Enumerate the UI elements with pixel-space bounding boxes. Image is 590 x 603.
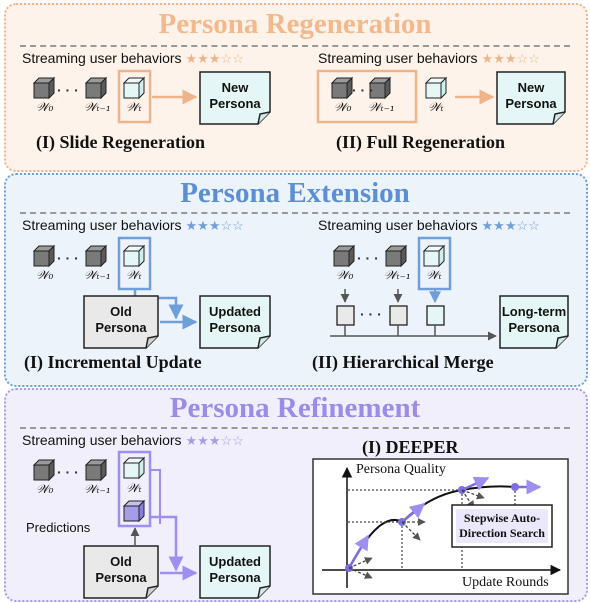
regeneration-title: Persona Regeneration (158, 8, 432, 40)
behavior-cube (33, 77, 55, 99)
updated-persona-text: Updated Persona (209, 554, 261, 585)
x-axis-label: Update Rounds (462, 575, 549, 590)
updated-persona-text: Updated Persona (209, 304, 261, 335)
wt1-label: 𝒲ₜ₋₁ (384, 268, 411, 282)
w0-label: 𝒲₀ (334, 100, 352, 114)
ellipsis: · · · (57, 464, 79, 480)
prediction-cube (123, 500, 145, 522)
old-persona-text: Old Persona (95, 304, 147, 335)
ellipsis: · · · (352, 82, 374, 98)
wt1-label: 𝒲ₜ₋₁ (84, 268, 111, 282)
behavior-cube (85, 77, 107, 99)
long-term-persona-text: Long-term Persona (501, 304, 567, 335)
ellipsis: · · · (57, 82, 79, 98)
ellipsis: · · · (357, 250, 379, 266)
window-highlight (117, 450, 152, 528)
stream-label: Streaming user behaviors★★★☆☆ (22, 50, 244, 66)
w0-label: 𝒲₀ (36, 268, 54, 282)
ellipsis: · · · (57, 250, 79, 266)
quality-curve (348, 485, 535, 569)
y-axis-label: Persona Quality (356, 462, 446, 477)
behavior-cube-current (425, 77, 447, 99)
wt-label: 𝒲ₜ (426, 268, 442, 282)
behavior-cube (385, 245, 407, 267)
caption-incremental-update: (I) Incremental Update (24, 352, 202, 372)
wt1-label: 𝒲ₜ₋₁ (368, 100, 395, 114)
behavior-cube-current (123, 245, 145, 267)
caption-hierarchical-merge: (II) Hierarchical Merge (312, 352, 494, 372)
predictions-label: Predictions (26, 520, 91, 535)
caption-deeper: (I) DEEPER (362, 437, 459, 457)
w0-label: 𝒲₀ (36, 100, 54, 114)
behavior-cube (331, 77, 353, 99)
new-persona-text: New Persona (209, 80, 261, 111)
wt-label: 𝒲ₜ (126, 268, 142, 282)
window-highlight (316, 69, 418, 124)
wt1-label: 𝒲ₜ₋₁ (84, 482, 111, 496)
arrow (150, 515, 184, 572)
wt-label: 𝒲ₜ (126, 481, 142, 495)
search-box-text: Stepwise Auto- Direction Search (459, 511, 545, 540)
extension-panel (4, 173, 588, 387)
summary-node (336, 305, 355, 326)
old-persona-text: Old Persona (95, 554, 147, 585)
refinement-title: Persona Refinement (169, 392, 421, 424)
divider (20, 212, 570, 214)
w0-label: 𝒲₀ (336, 268, 354, 282)
caption-full-regeneration: (II) Full Regeneration (336, 132, 505, 152)
caption-slide-regeneration: (I) Slide Regeneration (36, 132, 205, 152)
new-persona-text: New Persona (505, 80, 557, 111)
behavior-cube-current (423, 245, 445, 267)
divider (20, 427, 570, 429)
ellipsis: · · · (360, 306, 382, 322)
w0-label: 𝒲₀ (36, 482, 54, 496)
stream-label: Streaming user behaviors★★★☆☆ (22, 432, 244, 448)
behavior-cube (333, 245, 355, 267)
divider (20, 45, 570, 47)
window-highlight (117, 69, 152, 124)
wt-label: 𝒲ₜ (428, 100, 444, 114)
stream-label: Streaming user behaviors★★★☆☆ (318, 217, 540, 233)
wt-label: 𝒲ₜ (126, 100, 142, 114)
extension-title: Persona Extension (180, 177, 410, 209)
behavior-cube-current (123, 77, 145, 99)
summary-node (389, 305, 408, 326)
behavior-cube (85, 245, 107, 267)
wt1-label: 𝒲ₜ₋₁ (84, 100, 111, 114)
summary-node (426, 305, 445, 326)
stream-label: Streaming user behaviors★★★☆☆ (318, 50, 540, 66)
behavior-cube (33, 459, 55, 481)
behavior-cube (33, 245, 55, 267)
stream-label: Streaming user behaviors★★★☆☆ (22, 217, 244, 233)
behavior-cube (85, 459, 107, 481)
behavior-cube-current (123, 457, 145, 479)
